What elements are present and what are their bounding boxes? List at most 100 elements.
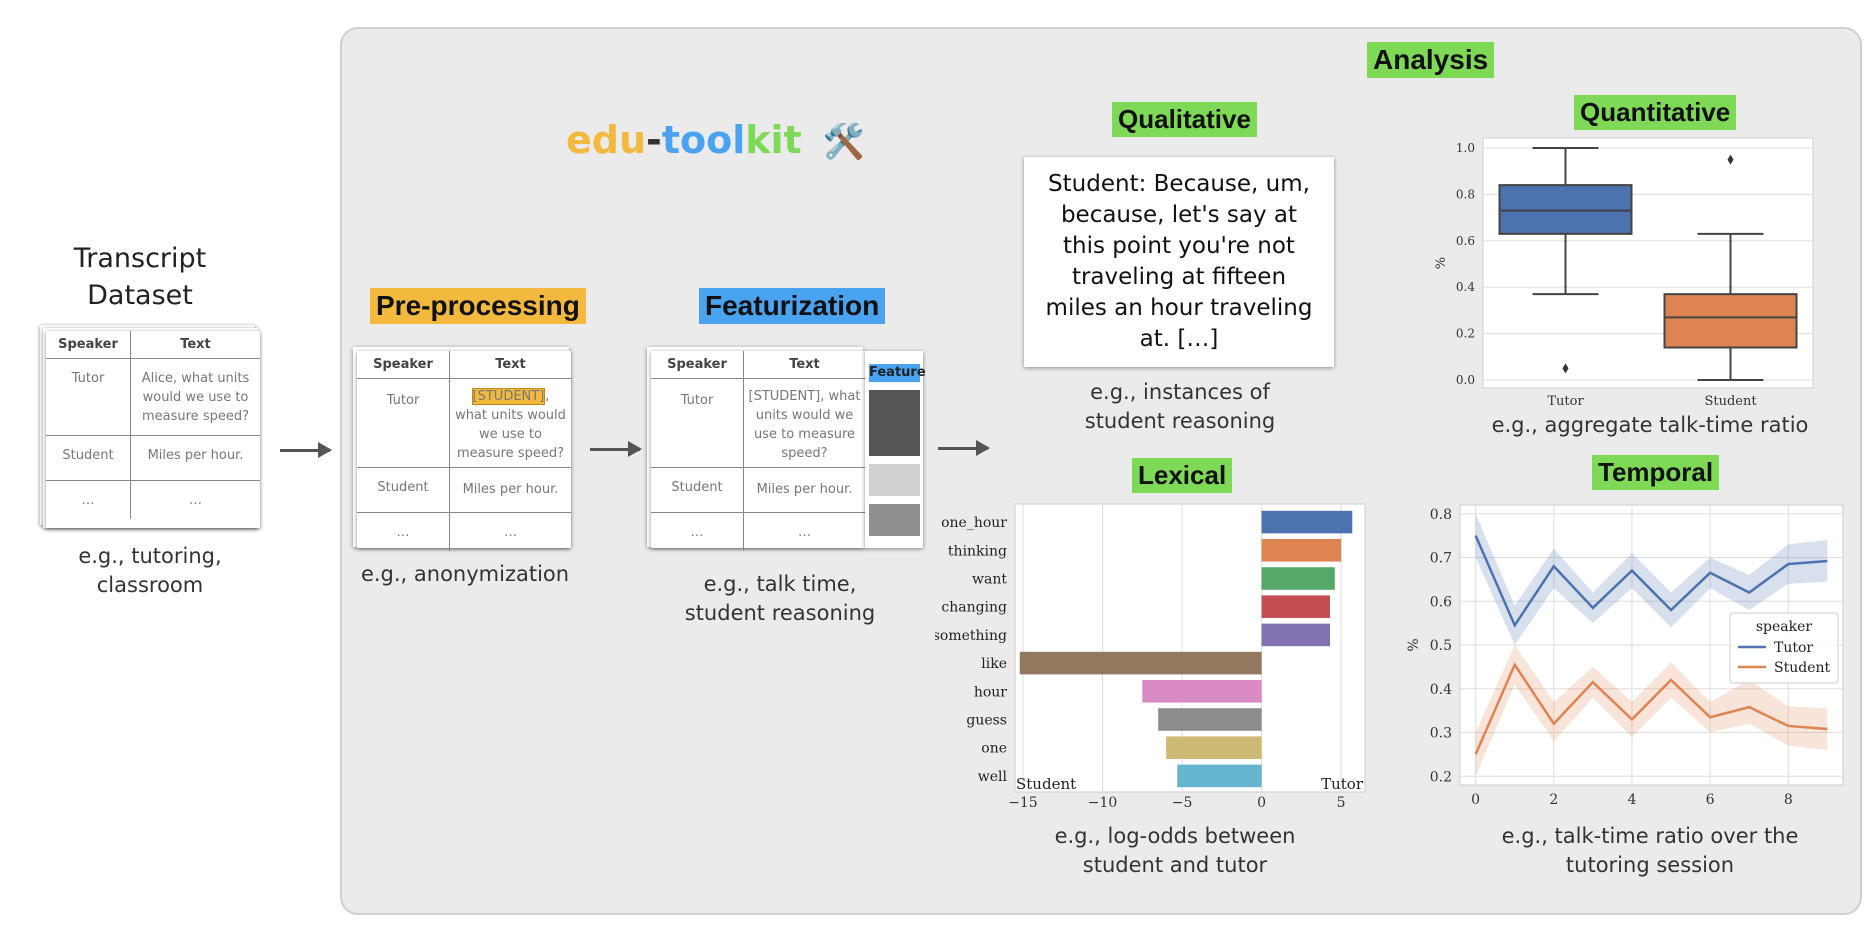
quantitative-label-text: Quantitative [1574,95,1737,130]
barchart-bar-thinking [1261,539,1342,562]
barchart-category-label: one_hour [941,515,1007,531]
transcript-title-line2: Dataset [87,280,193,311]
preprocessing-label: Pre-processing [370,288,586,324]
boxplot-ytick-label: 0.8 [1456,187,1475,201]
qualitative-caption-line2: student reasoning [1084,409,1276,433]
feature-value-tutor [869,390,920,456]
barchart-xtick-label: 5 [1337,795,1346,811]
feature-value-student [869,464,920,496]
barchart-xtick-label: −10 [1088,795,1118,811]
linechart-line-student [1474,662,1828,755]
arrow-to-analysis [938,440,990,456]
preprocessing-cell: Student [357,467,450,513]
linechart-legend-label: Student [1774,660,1830,676]
linechart-xtick-label: 0 [1471,792,1480,808]
barchart-xtick-label: 0 [1257,795,1266,811]
qualitative-quote: Student: Because, um, because, let's say… [1024,157,1334,367]
temporal-label: Temporal [1592,455,1720,490]
barchart-bar-guess [1158,708,1262,731]
linechart-ytick-label: 0.8 [1430,507,1452,523]
preprocessing-header-text: Text [449,351,571,379]
barchart-category-label: hour [974,684,1007,700]
barchart-category-label: one [981,741,1007,757]
featurization-caption-line2: student reasoning [684,601,876,625]
barchart-category-label: something [935,628,1007,644]
lexical-label: Lexical [1132,458,1233,493]
linechart-ytick-label: 0.3 [1430,726,1452,742]
barchart-category-label: guess [966,713,1007,729]
logo-dash: - [646,118,662,162]
linechart-ytick-label: 0.6 [1430,594,1452,610]
preprocessing-cell: [STUDENT], what units would we use to me… [449,378,571,468]
featurization-cell: Tutor [651,378,744,468]
analysis-title-text: Analysis [1367,42,1495,78]
featurization-label: Featurization [699,288,886,324]
boxplot-ytick-label: 1.0 [1456,141,1475,155]
transcript-header-text: Text [130,331,260,359]
quantitative-caption: e.g., aggregate talk-time ratio [1491,413,1809,437]
linechart-xtick-label: 8 [1784,792,1793,808]
qualitative-caption-line1: e.g., instances of [1090,380,1270,404]
temporal-label-text: Temporal [1592,455,1720,490]
preprocessing-header-speaker: Speaker [357,351,450,379]
preprocessing-cell: … [504,525,517,540]
feature-header: Feature [869,364,926,382]
boxplot-ytick-label: 0.2 [1456,327,1475,341]
linechart-ytick-label: 0.2 [1430,769,1452,785]
transcript-caption: e.g., tutoring, classroom [50,542,250,600]
featurization-label-text: Featurization [699,288,886,324]
preprocessing-cell: Miles per hour. [449,467,571,513]
featurization-header-text: Text [743,351,865,379]
preprocessing-caption: e.g., anonymization [360,562,570,586]
linechart-xtick-label: 6 [1706,792,1715,808]
temporal-caption: e.g., talk-time ratio over the tutoring … [1500,822,1800,880]
preprocessing-cell-rest: , what units would we use to measure spe… [455,389,566,461]
boxplot-box-tutor [1498,184,1633,235]
boxplot-plot-area [1482,137,1814,389]
featurization-header-speaker: Speaker [651,351,744,379]
lexical-label-text: Lexical [1132,458,1233,493]
linechart-line-tutor [1474,535,1828,628]
boxplot-outlier [1562,363,1569,374]
preprocessing-cell: Tutor [357,378,450,468]
barchart-category-label: want [972,572,1007,588]
boxplot-xtick-label: Student [1704,394,1757,409]
preprocessing-table: Speaker Text Tutor [STUDENT], what units… [357,351,571,551]
lexical-caption-line2: student and tutor [1082,853,1268,877]
transcript-caption-line1: e.g., tutoring, [78,544,222,568]
boxplot-ytick-label: 0.0 [1456,373,1475,387]
preprocessing-label-text: Pre-processing [370,288,586,324]
logo-edu: edu [566,118,647,162]
tools-icon: 🛠️ [822,122,866,162]
transcript-table: Speaker Text Tutor Alice, what units wou… [46,331,260,519]
barchart-bar-one [1166,736,1262,759]
barchart-bar-something [1261,623,1330,647]
qualitative-caption: e.g., instances of student reasoning [1060,378,1300,436]
barchart-bar-want [1261,567,1335,590]
transcript-table-sheet: Speaker Text Tutor Alice, what units wou… [46,331,260,528]
temporal-caption-line2: tutoring session [1565,853,1735,877]
featurization-cell: … [651,512,744,551]
feature-column: Feature [865,351,926,548]
analysis-title: Analysis [1367,42,1495,78]
linechart-ylabel: % [1406,638,1422,651]
preprocessing-table-sheet: Speaker Text Tutor [STUDENT], what units… [357,351,571,551]
featurization-cell: [STUDENT], what units would we use to me… [743,378,865,468]
barchart-xtick-label: −15 [1008,795,1038,811]
lexical-caption: e.g., log-odds between student and tutor [1045,822,1305,880]
transcript-cell: Tutor [46,358,131,436]
featurization-table-sheet: Speaker Text Tutor [STUDENT], what units… [651,351,865,551]
toolkit-logo: edu-toolkit 🛠️ [566,118,865,162]
arrow-to-featurization [590,441,642,457]
featurization-cell: … [798,525,811,540]
barchart-category-label: well [978,769,1008,785]
boxplot-ylabel: % [1434,257,1449,269]
qualitative-label: Qualitative [1112,102,1257,137]
qualitative-label-text: Qualitative [1112,102,1257,137]
transcript-title-line1: Transcript [73,243,207,274]
linechart-xtick-label: 4 [1627,792,1636,808]
transcript-header-speaker: Speaker [46,331,131,359]
